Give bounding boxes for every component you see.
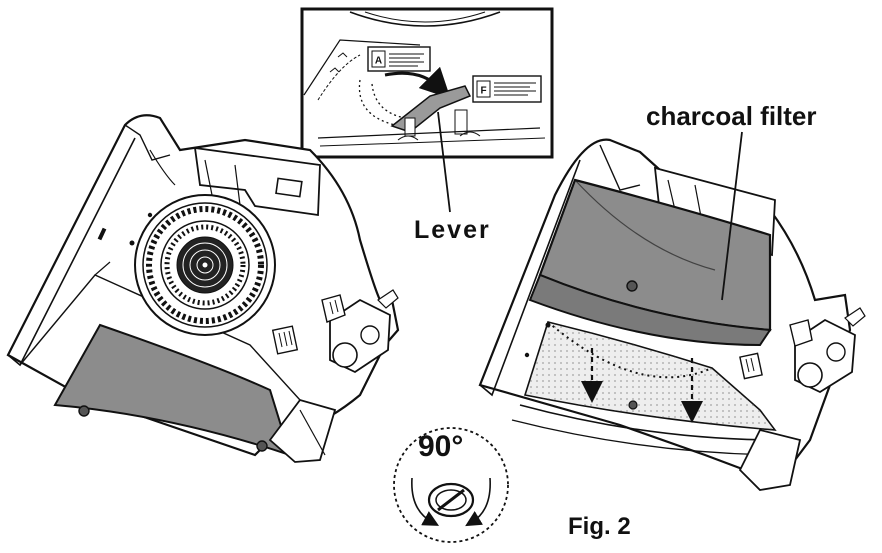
figure-caption: Fig. 2: [568, 513, 631, 540]
left-hood-unit: [6, 114, 400, 463]
rotary-latch-knob: [427, 482, 475, 518]
filter-leader-line: [721, 131, 743, 301]
right-hood-unit: [478, 138, 866, 491]
rotation-angle-label: 90°: [418, 430, 464, 463]
inset-tag-a: A: [367, 46, 431, 72]
inset-tag-f-letter: F: [480, 86, 486, 97]
lever-leader-line: [437, 111, 451, 213]
rotation-detail: [393, 427, 509, 543]
lever-detail-inset: A F: [300, 7, 554, 159]
charcoal-filter-label: charcoal filter: [646, 101, 817, 131]
left-motor-assembly: [321, 289, 399, 374]
lever-label: Lever: [414, 216, 491, 244]
inset-tag-a-letter: A: [375, 56, 382, 67]
left-fan-grille: [134, 194, 276, 336]
inset-tag-f: F: [472, 75, 542, 103]
right-motor-assembly: [789, 307, 866, 394]
charcoal-filter: [528, 178, 772, 347]
